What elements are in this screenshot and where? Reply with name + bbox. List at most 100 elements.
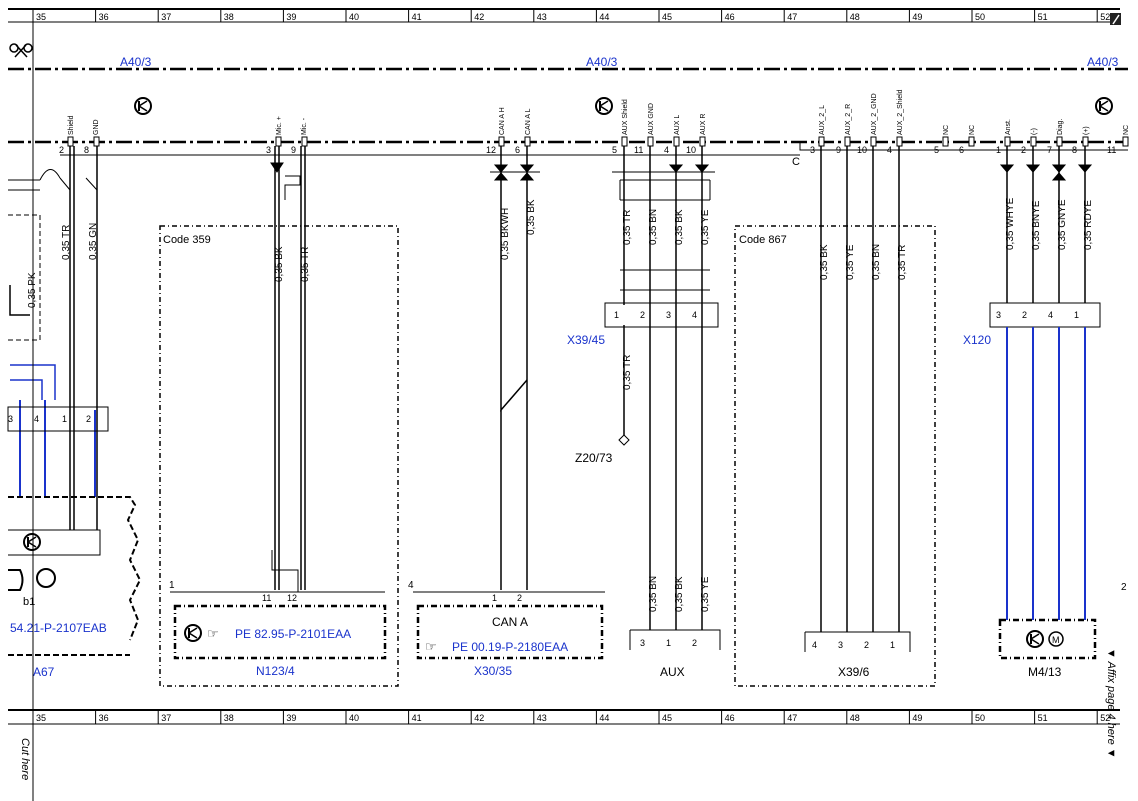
ruler-number: 51 [1038,713,1048,723]
ruler-number: 44 [599,713,609,723]
a40-label-mid: A40/3 [586,55,618,69]
ruler-number: 43 [537,12,547,22]
pin-number: 9 [836,145,841,155]
ruler-number: 37 [161,713,171,723]
conn-pin: 1 [666,638,671,648]
wire-label: 0,35 TR [897,245,908,280]
code-359: Code 359 [163,234,211,246]
x30-conn-pins: 1 2 [492,593,522,603]
ruler-number: 43 [537,713,547,723]
conn-pin: 2 [640,310,645,320]
pin-name: NC [969,125,976,135]
num-1: 1 [169,580,175,591]
ruler-number: 49 [912,12,922,22]
n123-region [159,146,399,687]
conn-pin: 2 [1022,310,1027,320]
ruler-number: 42 [474,12,484,22]
z20-label: Z20/73 [575,451,613,465]
pin-name: CAN A H [499,107,506,135]
pin-name: Anst. [1005,119,1012,135]
pin-name: AUX R [700,114,707,135]
ruler-number: 45 [662,713,672,723]
pin-name: AUX_2_L [819,105,826,135]
conn-pin: 3 [8,414,13,424]
ref-2107: 54.21-P-2107EAB [10,621,107,635]
pin-number: 2 [59,145,64,155]
pin-number: 5 [934,145,939,155]
ruler-number: 48 [850,713,860,723]
ruler-number: 38 [224,713,234,723]
n123-label: N123/4 [256,664,295,678]
pin-number: 4 [887,145,892,155]
ruler-number: 47 [787,12,797,22]
ruler-number: 37 [161,12,171,22]
a40-label-right: A40/3 [1087,55,1119,69]
ruler-number: 50 [975,713,985,723]
can-region [413,146,605,660]
conn-pin: 3 [666,310,671,320]
reference-hand-icon: ☞ [425,639,437,654]
ruler-number: 52 [1100,12,1110,22]
wire-label: 0,35 WHYE [1005,197,1016,250]
pin-name: AUX_2_R [845,104,852,135]
wire-label: 0,35 BN [648,576,659,612]
pin-name: AUX Shield [622,99,629,135]
pin-terminals [67,136,1129,147]
conn-pin: 1 [1074,310,1079,320]
a67-conn-pins: 3 4 1 2 [8,414,91,424]
cut-here-label: Cut here [19,738,31,780]
conn-pin: 2 [864,640,869,650]
pin-number: 10 [686,145,696,155]
ruler-number: 45 [662,12,672,22]
pin-number: 8 [1072,145,1077,155]
code-867: Code 867 [739,234,787,246]
wire-label: 0,35 BN [871,244,882,280]
ruler-number: 42 [474,713,484,723]
wire-label: 0,35 YE [700,576,711,612]
ground-icon [184,624,202,642]
aux-region [604,146,721,650]
pin-name: AUX_2_GND [871,93,878,135]
scissors-icon [9,43,33,58]
pin-name: NC [943,125,950,135]
ruler-number: 39 [286,12,296,22]
pin-number: 9 [291,145,296,155]
aux-label: AUX [660,665,685,679]
a40-label-left: A40/3 [120,55,152,69]
pin-number: 5 [612,145,617,155]
ground-icon [134,97,152,115]
ruler-number: 36 [99,12,109,22]
conn-pin: 2 [86,414,91,424]
pin-number: 11 [1107,145,1116,155]
x120-region [989,146,1101,660]
x39-6-label: X39/6 [838,665,870,679]
wire-label: 0,35 TR [61,225,72,260]
ruler-number: 46 [725,713,735,723]
num-2: 2 [1121,582,1127,593]
pin-name: (-) [1031,128,1038,135]
wire-label: 0,35 BK [274,246,285,282]
conn-pin: 3 [996,310,1001,320]
ruler-number: 44 [599,12,609,22]
pin-number: 3 [266,145,271,155]
wire-label: 0,35 TR [622,210,633,245]
x39-45-conn-pins: 1 2 3 4 [614,310,697,320]
affix-label: ▼ Affix page 4 here ▼ [1105,648,1117,759]
pin-number: 10 [857,145,867,155]
wire-label: 0,35 BK [674,576,685,612]
a67-label: A67 [33,665,55,679]
conn-pin: 1 [492,593,497,603]
ruler-number: 41 [412,713,422,723]
wire-label: 0,35 GN [88,223,99,260]
conn-pin: 1 [890,640,895,650]
x120-label: X120 [963,333,991,347]
pin-name: AUX_2_Shield [897,89,904,135]
ruler-number: 38 [224,12,234,22]
ground-icon [1095,97,1113,115]
ruler-number: 40 [349,713,359,723]
pin-number: 12 [486,145,496,155]
pin-name: AUX GND [648,103,655,135]
wire-label: 0,35 YE [845,244,856,280]
